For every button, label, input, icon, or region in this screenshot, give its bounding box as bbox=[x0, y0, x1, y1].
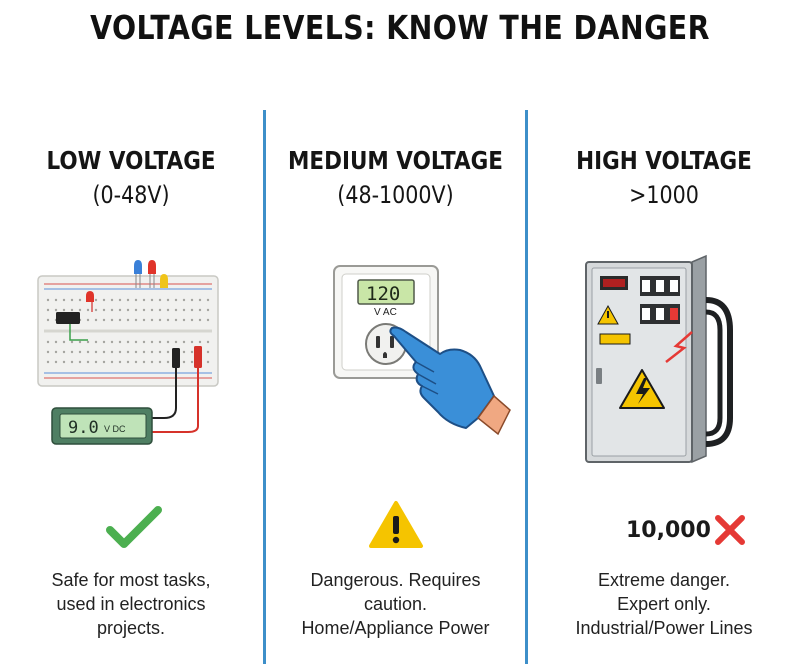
medium-voltage-desc-line-3: Home/Appliance Power bbox=[301, 618, 490, 638]
low-voltage-desc-line-2: used in electronics bbox=[56, 594, 206, 614]
high-voltage-desc-line-1: Extreme danger. bbox=[597, 570, 731, 590]
high-voltage-range: >1000 bbox=[629, 181, 699, 209]
outlet-illustration: 120 V AC bbox=[333, 265, 511, 436]
medium-voltage-meter-value: 120 bbox=[366, 283, 400, 305]
breadboard-illustration: 9.0 V DC bbox=[37, 260, 219, 445]
medium-voltage-desc-line-1: Dangerous. Requires bbox=[310, 570, 481, 590]
low-voltage-desc-line-3: projects. bbox=[96, 618, 166, 638]
high-voltage-desc-line-3: Industrial/Power Lines bbox=[575, 618, 753, 638]
low-voltage-meter-unit: V DC bbox=[104, 424, 126, 434]
high-voltage-heading: HIGH VOLTAGE bbox=[576, 146, 752, 175]
medium-voltage-meter-unit: V AC bbox=[374, 307, 397, 318]
high-voltage-status: 10,000 bbox=[626, 510, 747, 550]
high-voltage-desc-line-2: Expert only. bbox=[617, 594, 711, 614]
low-voltage-column: LOW VOLTAGE (0-48V) bbox=[0, 0, 262, 664]
medium-voltage-range: (48-1000V) bbox=[337, 181, 454, 209]
check-icon bbox=[106, 506, 162, 548]
low-voltage-range: (0-48V) bbox=[92, 181, 170, 209]
medium-voltage-column: MEDIUM VOLTAGE (48-1000V) 120 V AC Dange… bbox=[266, 0, 525, 664]
warning-icon bbox=[369, 501, 423, 548]
column-divider-right bbox=[525, 110, 528, 664]
electrical-panel-illustration bbox=[585, 254, 733, 464]
medium-voltage-desc-line-2: caution. bbox=[363, 594, 428, 614]
medium-voltage-heading: MEDIUM VOLTAGE bbox=[288, 146, 503, 175]
medium-voltage-description: Dangerous. Requires caution. Home/Applia… bbox=[266, 568, 525, 640]
high-voltage-column: HIGH VOLTAGE >1000 10,000 bbox=[528, 0, 800, 664]
low-voltage-description: Safe for most tasks, used in electronics… bbox=[0, 568, 262, 640]
x-icon bbox=[714, 515, 745, 545]
column-divider-left bbox=[263, 110, 266, 664]
low-voltage-heading: LOW VOLTAGE bbox=[46, 146, 216, 175]
low-voltage-desc-line-1: Safe for most tasks, bbox=[51, 570, 211, 590]
high-voltage-description: Extreme danger. Expert only. Industrial/… bbox=[528, 568, 800, 640]
page-title: VOLTAGE LEVELS: KNOW THE DANGER bbox=[90, 8, 710, 47]
high-voltage-status-value: 10,000 bbox=[626, 517, 711, 543]
low-voltage-meter-value: 9.0 bbox=[68, 418, 99, 438]
